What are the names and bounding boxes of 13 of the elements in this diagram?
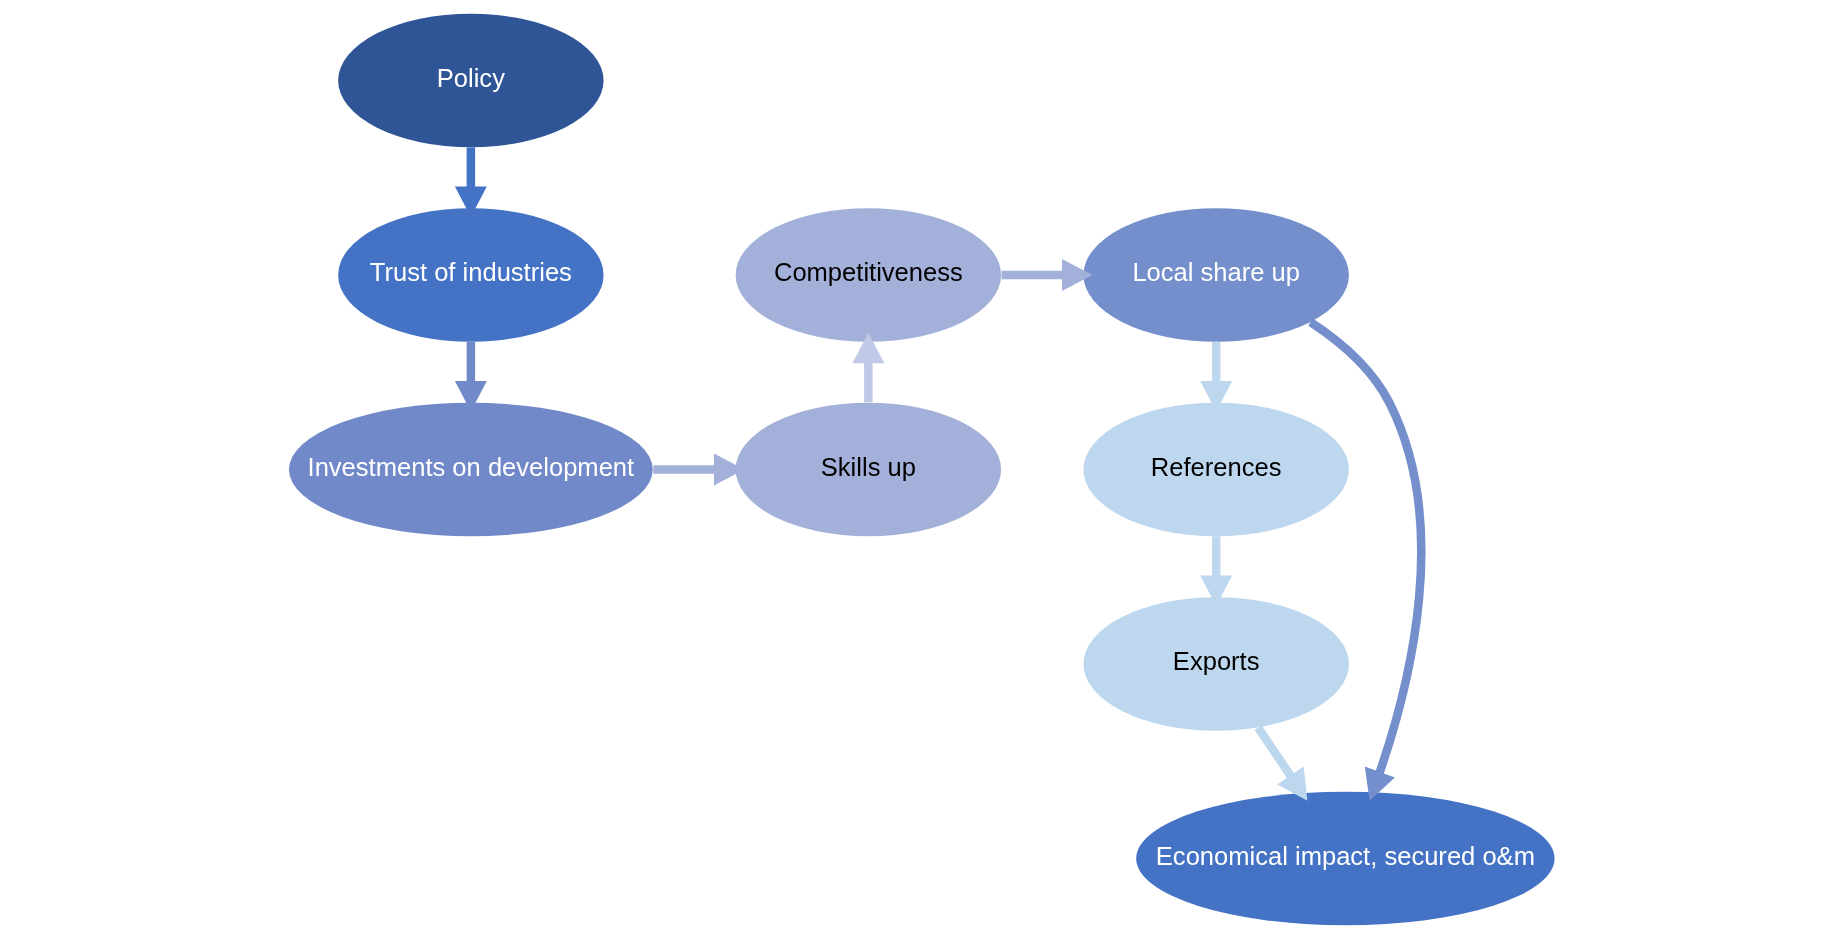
- arrow: [1254, 725, 1308, 801]
- node-ellipse: References: [1083, 402, 1349, 537]
- node-ellipse: Policy: [338, 13, 604, 148]
- node-ellipse: Exports: [1083, 597, 1349, 731]
- node-ellipse: Investments on development: [288, 402, 653, 537]
- node-ellipse: Competitiveness: [735, 208, 1002, 342]
- arrow: [852, 332, 885, 403]
- node-ellipse: Trust of industries: [338, 208, 604, 342]
- node-ellipse: Local share up: [1083, 208, 1349, 342]
- node-ellipse: Economical impact, secured o&m: [1136, 791, 1555, 926]
- arrow: [1001, 259, 1093, 291]
- arrow: [1308, 318, 1426, 801]
- node-ellipse: Skills up: [735, 402, 1002, 537]
